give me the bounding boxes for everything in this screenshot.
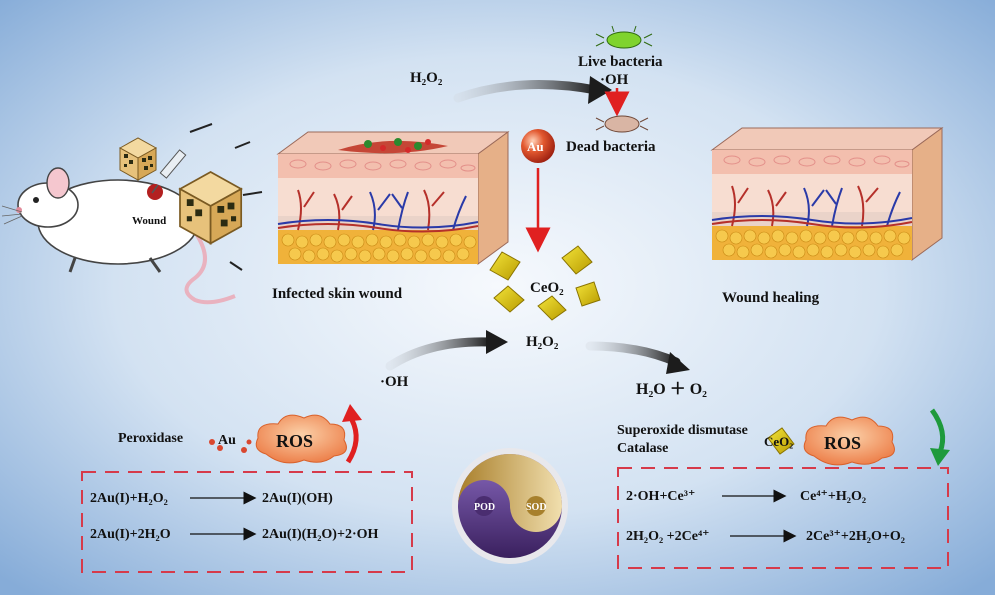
ceo2-small-label: CeO₂: [764, 434, 793, 449]
right-reaction-1-rhs: Ce⁴⁺+H₂O₂: [800, 489, 866, 504]
dark-curved-arrow-h2o: [585, 341, 681, 367]
h2o2-top-label: H₂O₂: [410, 70, 443, 86]
catalase-label: Catalase: [617, 441, 668, 456]
ros-right-label: ROS: [824, 433, 861, 453]
wound-healing-label: Wound healing: [722, 290, 820, 306]
syringe-icon: [151, 149, 187, 194]
ceo2-center-label: CeO₂: [530, 280, 564, 296]
oh-top-label: ·OH: [600, 72, 629, 88]
au-small-label: Au: [218, 433, 236, 448]
ros-cloud-left: [255, 414, 347, 464]
dark-curved-arrow-top: [453, 80, 601, 103]
dark-curved-arrow-oh: [385, 337, 495, 371]
dead-bacteria-icon: [595, 115, 649, 133]
left-reaction-2-rhs: 2Au(I)(H₂O)+2·OH: [262, 527, 379, 542]
left-reaction-2-lhs: 2Au(I)+2H₂O: [90, 527, 171, 542]
au-ball: [521, 129, 555, 163]
peroxidase-label: Peroxidase: [118, 431, 183, 446]
ros-left-label: ROS: [276, 431, 313, 451]
left-reaction-1-lhs: 2Au(I)+H₂O₂: [90, 491, 168, 506]
dead-bacteria-label: Dead bacteria: [566, 139, 656, 155]
green-curved-arrow: [929, 408, 946, 453]
superoxide-dismutase-label: Superoxide dismutase: [617, 423, 748, 438]
left-reaction-1-rhs: 2Au(I)(OH): [262, 491, 333, 506]
wound-label: Wound: [132, 215, 166, 227]
h2o2-center-label: H₂O₂: [526, 334, 559, 350]
red-curved-arrow: [345, 418, 359, 464]
live-bacteria-icon: [595, 25, 653, 49]
infected-skin-block: [277, 131, 509, 265]
oh-left-label: ·OH: [380, 374, 409, 390]
au-ball-label: Au: [527, 139, 544, 154]
live-bacteria-label: Live bacteria: [578, 54, 663, 70]
au-dots-icon: [209, 439, 252, 453]
right-reaction-2-rhs: 2Ce³⁺+2H₂O+O₂: [806, 529, 905, 544]
infected-skin-wound-label: Infected skin wound: [272, 286, 403, 302]
ceo2-nanoparticles: [489, 245, 601, 321]
healed-skin-block: [711, 127, 943, 261]
h2o-o2-label: H₂O ＋ O₂: [636, 381, 707, 398]
right-reaction-2-lhs: 2H₂O₂ +2Ce⁴⁺: [626, 529, 710, 544]
pod-sod-yinyang: [452, 448, 568, 564]
sod-label: SOD: [526, 502, 547, 513]
right-reaction-box: [617, 467, 949, 569]
left-reaction-box: [81, 471, 413, 573]
right-reaction-1-lhs: 2·OH+Ce³⁺: [626, 489, 695, 504]
motion-lines: [189, 123, 263, 271]
ceo2-small-icon: [767, 427, 795, 455]
ros-cloud-right: [803, 416, 895, 466]
pod-label: POD: [474, 502, 495, 513]
